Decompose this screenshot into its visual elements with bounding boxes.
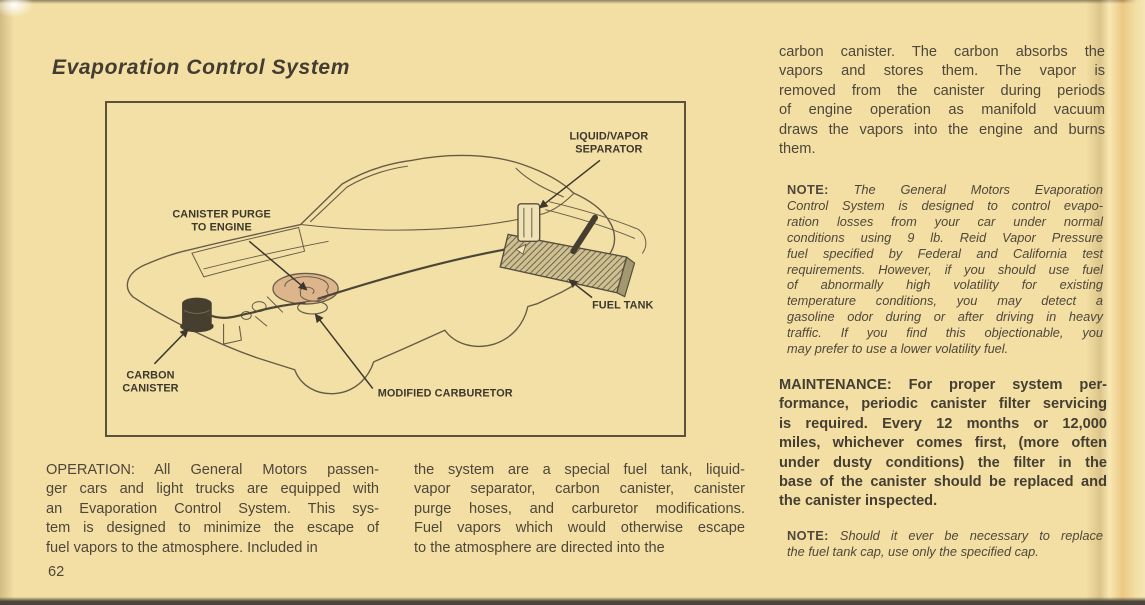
label-carbon-canister-2: CANISTER [122, 382, 178, 394]
leader-carbon-canister [153, 328, 189, 365]
page-number: 62 [48, 564, 65, 580]
engine-details [240, 272, 339, 327]
leader-canister-purge [248, 240, 308, 291]
leader-fuel-tank [568, 279, 593, 299]
maintenance-paragraph: MAINTENANCE: For proper system per-forma… [779, 377, 1107, 510]
label-carbon-canister-1: CARBON [126, 370, 174, 382]
leader-carburetor [314, 313, 374, 389]
car-diagram-svg: CANISTER PURGE TO ENGINE LIQUID/VAPOR SE… [122, 131, 653, 400]
filler-tube [570, 214, 599, 255]
page-crease-right [1086, 0, 1145, 605]
operation-continued-paragraph: the system are a special fuel tank, liqu… [414, 462, 745, 556]
label-separator-2: SEPARATOR [575, 143, 642, 155]
label-separator-1: LIQUID/VAPOR [569, 131, 648, 143]
scan-corner-highlight [0, 0, 34, 18]
label-canister-purge-2: TO ENGINE [191, 221, 251, 233]
label-modified-carburetor: MODIFIED CARBURETOR [378, 387, 513, 399]
fuel-tank-part [499, 214, 636, 298]
scan-edge-bottom [0, 597, 1145, 605]
label-canister-purge-1: CANISTER PURGE [172, 209, 271, 221]
column-operation-continued: the system are a special fuel tank, liqu… [414, 461, 745, 558]
purge-hose [206, 242, 531, 319]
evaporation-system-diagram: CANISTER PURGE TO ENGINE LIQUID/VAPOR SE… [105, 101, 686, 437]
page-title: Evaporation Control System [52, 56, 350, 80]
scan-edge-left [0, 0, 14, 605]
note-fuel-tank-cap: NOTE: Should it ever be necessary to rep… [787, 528, 1103, 559]
leader-lines [153, 159, 601, 389]
carburetor [297, 300, 328, 315]
label-fuel-tank: FUEL TANK [592, 299, 653, 311]
vapor-separator-part [515, 203, 541, 255]
leader-separator [538, 159, 601, 209]
operation-paragraph: OPERATION: All General Motors passen-ger… [46, 462, 379, 556]
car-outline [126, 154, 647, 395]
column-operation: OPERATION: All General Motors passen-ger… [46, 461, 379, 558]
scan-edge-top [0, 0, 1145, 4]
